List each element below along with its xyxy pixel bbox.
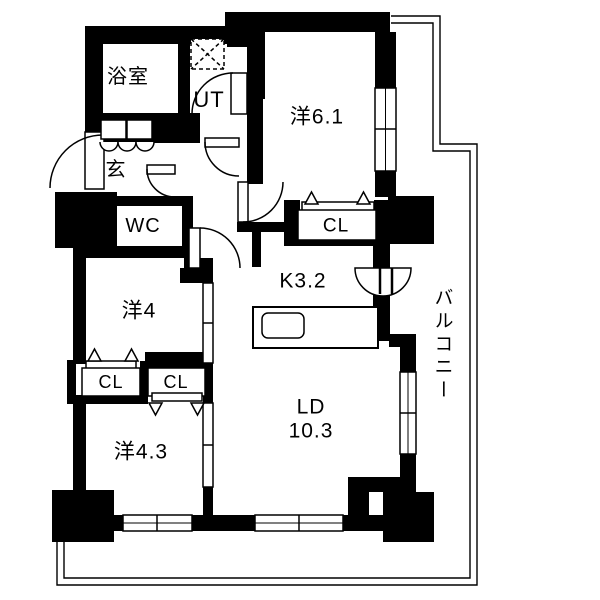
label-closet-right: CL <box>163 372 189 392</box>
bathroom-door-arc <box>191 72 234 115</box>
label-western-6-1: 洋6.1 <box>289 105 345 129</box>
closet-right <box>147 367 206 417</box>
pillar-bottom-left <box>52 490 114 542</box>
label-balcony: バルコニー <box>431 287 453 403</box>
wc-door-arc <box>146 168 176 198</box>
kitchen-sink <box>261 312 305 339</box>
label-kitchen: K3.2 <box>279 269 327 293</box>
sliding-doors <box>202 282 214 488</box>
entrance-door-arc <box>49 134 104 189</box>
closet-main <box>297 190 377 241</box>
label-entrance: 玄 <box>105 159 127 181</box>
washing-machine-pan <box>190 38 225 70</box>
label-western-4-3: 洋4.3 <box>113 440 169 464</box>
entrance-door-leaf <box>84 131 105 190</box>
doors <box>49 72 412 297</box>
label-western-4: 洋4 <box>121 299 157 323</box>
kitchen-counter <box>252 306 379 349</box>
closet-left <box>81 347 141 397</box>
wc-door-leaf <box>146 164 176 175</box>
balcony-outline <box>56 15 478 586</box>
hall-door-leaf <box>204 137 240 148</box>
pillar-bottom-right <box>383 492 434 542</box>
shoe-cabinet <box>99 119 155 152</box>
windows <box>122 87 417 532</box>
label-toilet: WC <box>125 215 161 237</box>
bedroom61-door-arc <box>242 181 284 223</box>
bathroom-door-leaf <box>230 72 248 115</box>
hall-door-arc <box>204 141 240 177</box>
label-closet-main: CL <box>322 215 350 237</box>
bedroom61-door-leaf <box>237 181 249 223</box>
ld-door-arc <box>199 227 241 269</box>
walls <box>52 12 434 542</box>
label-utility: UT <box>193 87 225 112</box>
kitchen-side-door-arc <box>354 267 412 297</box>
label-living-dining: LD <box>296 395 326 419</box>
label-closet-left: CL <box>98 372 124 392</box>
pillar-right-mid <box>388 196 434 244</box>
label-living-dining-size: 10.3 <box>288 419 334 443</box>
label-bathroom: 浴室 <box>107 66 149 88</box>
ld-door-leaf <box>188 227 201 269</box>
